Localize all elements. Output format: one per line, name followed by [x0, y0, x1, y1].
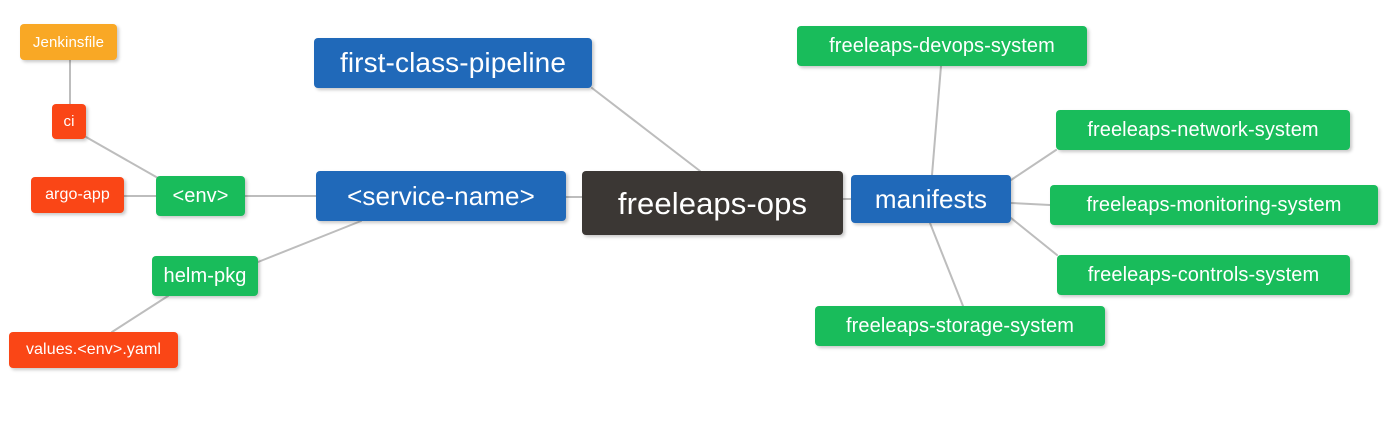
node-first-class-pipeline[interactable]: first-class-pipeline — [314, 38, 592, 88]
node-label-env: <env> — [172, 185, 229, 207]
edge-manifests-to-freeleaps-devops-system — [931, 65, 942, 176]
node-label-helm-pkg: helm-pkg — [163, 265, 247, 287]
edge-manifests-to-freeleaps-monitoring-system — [1010, 202, 1051, 206]
node-label-ci: ci — [63, 113, 75, 130]
node-helm-pkg[interactable]: helm-pkg — [152, 256, 258, 296]
node-label-manifests: manifests — [874, 184, 988, 214]
node-ci[interactable]: ci — [52, 104, 86, 139]
node-label-freeleaps-network-system: freeleaps-network-system — [1087, 119, 1319, 141]
node-label-argo-app: argo-app — [45, 186, 110, 203]
node-freeleaps-network-system[interactable]: freeleaps-network-system — [1056, 110, 1350, 150]
node-label-values-yaml: values.<env>.yaml — [25, 341, 162, 358]
edge-manifests-to-freeleaps-network-system — [1010, 149, 1057, 181]
node-label-freeleaps-monitoring-system: freeleaps-monitoring-system — [1086, 194, 1342, 216]
node-label-freeleaps-devops-system: freeleaps-devops-system — [829, 35, 1055, 57]
node-label-freeleaps-storage-system: freeleaps-storage-system — [845, 315, 1075, 337]
edge-helm-pkg-to-values-yaml — [111, 295, 169, 333]
node-freeleaps-devops-system[interactable]: freeleaps-devops-system — [797, 26, 1087, 66]
node-service-name[interactable]: <service-name> — [316, 171, 566, 221]
node-env[interactable]: <env> — [156, 176, 245, 216]
edge-manifests-to-freeleaps-storage-system — [929, 222, 964, 307]
node-freeleaps-controls-system[interactable]: freeleaps-controls-system — [1057, 255, 1350, 295]
edge-first-class-pipeline-to-freeleaps-ops — [591, 87, 701, 172]
node-freeleaps-storage-system[interactable]: freeleaps-storage-system — [815, 306, 1105, 346]
node-freeleaps-ops[interactable]: freeleaps-ops — [582, 171, 843, 235]
node-jenkinsfile[interactable]: Jenkinsfile — [20, 24, 117, 60]
node-values-yaml[interactable]: values.<env>.yaml — [9, 332, 178, 368]
node-label-first-class-pipeline: first-class-pipeline — [339, 47, 567, 78]
edge-service-name-to-helm-pkg — [257, 220, 362, 263]
node-label-service-name: <service-name> — [347, 181, 535, 211]
node-label-freeleaps-controls-system: freeleaps-controls-system — [1087, 264, 1320, 286]
node-freeleaps-monitoring-system[interactable]: freeleaps-monitoring-system — [1050, 185, 1378, 225]
node-label-jenkinsfile: Jenkinsfile — [32, 33, 105, 51]
node-manifests[interactable]: manifests — [851, 175, 1011, 223]
edge-ci-to-env — [85, 136, 159, 179]
node-label-freeleaps-ops: freeleaps-ops — [617, 185, 808, 221]
node-argo-app[interactable]: argo-app — [31, 177, 124, 213]
